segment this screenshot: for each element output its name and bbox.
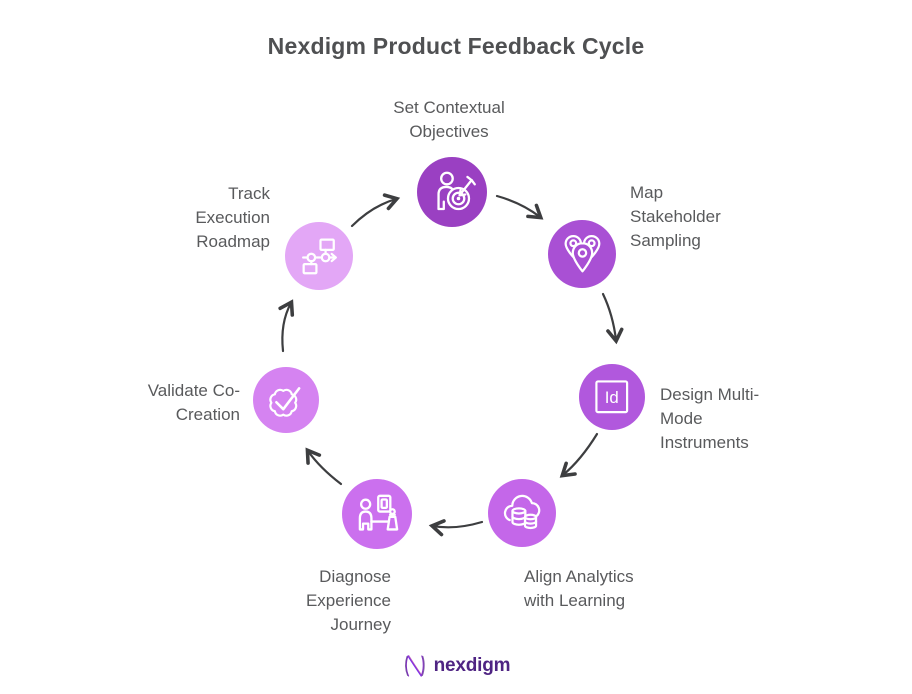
- arrow-design-to-align: [559, 432, 599, 478]
- seal-check-icon: [269, 387, 301, 417]
- label-track-execution-roadmap: Track Execution Roadmap: [195, 184, 270, 251]
- node-diagnose-experience-journey: [342, 479, 412, 549]
- label-validate-co-creation: Validate Co- Creation: [147, 381, 240, 424]
- svg-text:Id: Id: [605, 388, 619, 407]
- node-track-execution-roadmap: [285, 222, 353, 290]
- cloud-database-icon: [503, 494, 540, 529]
- flowchart-icon: [301, 238, 337, 274]
- map-pins-icon: [564, 234, 600, 272]
- indesign-icon: Id: [595, 380, 629, 414]
- arrow-track-to-set: [350, 193, 401, 228]
- node-design-multi-mode-instruments: Id: [579, 364, 645, 430]
- node-map-stakeholder-sampling: [548, 220, 616, 288]
- label-align-analytics-with-learning: Align Analytics with Learning: [524, 567, 634, 610]
- arrow-set-to-map: [495, 194, 544, 220]
- person-exhibit-icon: [358, 494, 399, 531]
- label-design-multi-mode-instruments: Design Multi- Mode Instruments: [660, 385, 760, 452]
- label-set-contextual-objectives: Set Contextual Objectives: [393, 98, 505, 141]
- brand-logo: nexdigm: [0, 652, 912, 680]
- label-map-stakeholder-sampling: Map Stakeholder Sampling: [630, 183, 721, 250]
- arrow-map-to-design: [601, 292, 624, 345]
- node-validate-co-creation: [253, 367, 319, 433]
- nexdigm-n-icon: [404, 655, 425, 677]
- node-set-contextual-objectives: [417, 157, 487, 227]
- page-title: Nexdigm Product Feedback Cycle: [267, 33, 645, 59]
- node-align-analytics-with-learning: [488, 479, 556, 547]
- arrow-validate-to-track: [278, 299, 295, 353]
- arrow-diagnose-to-validate: [305, 447, 343, 486]
- arrow-align-to-diagnose: [428, 519, 484, 537]
- person-target-icon: [437, 171, 476, 210]
- brand-logo-text: nexdigm: [433, 655, 511, 676]
- label-diagnose-experience-journey: Diagnose Experience Journey: [305, 567, 391, 634]
